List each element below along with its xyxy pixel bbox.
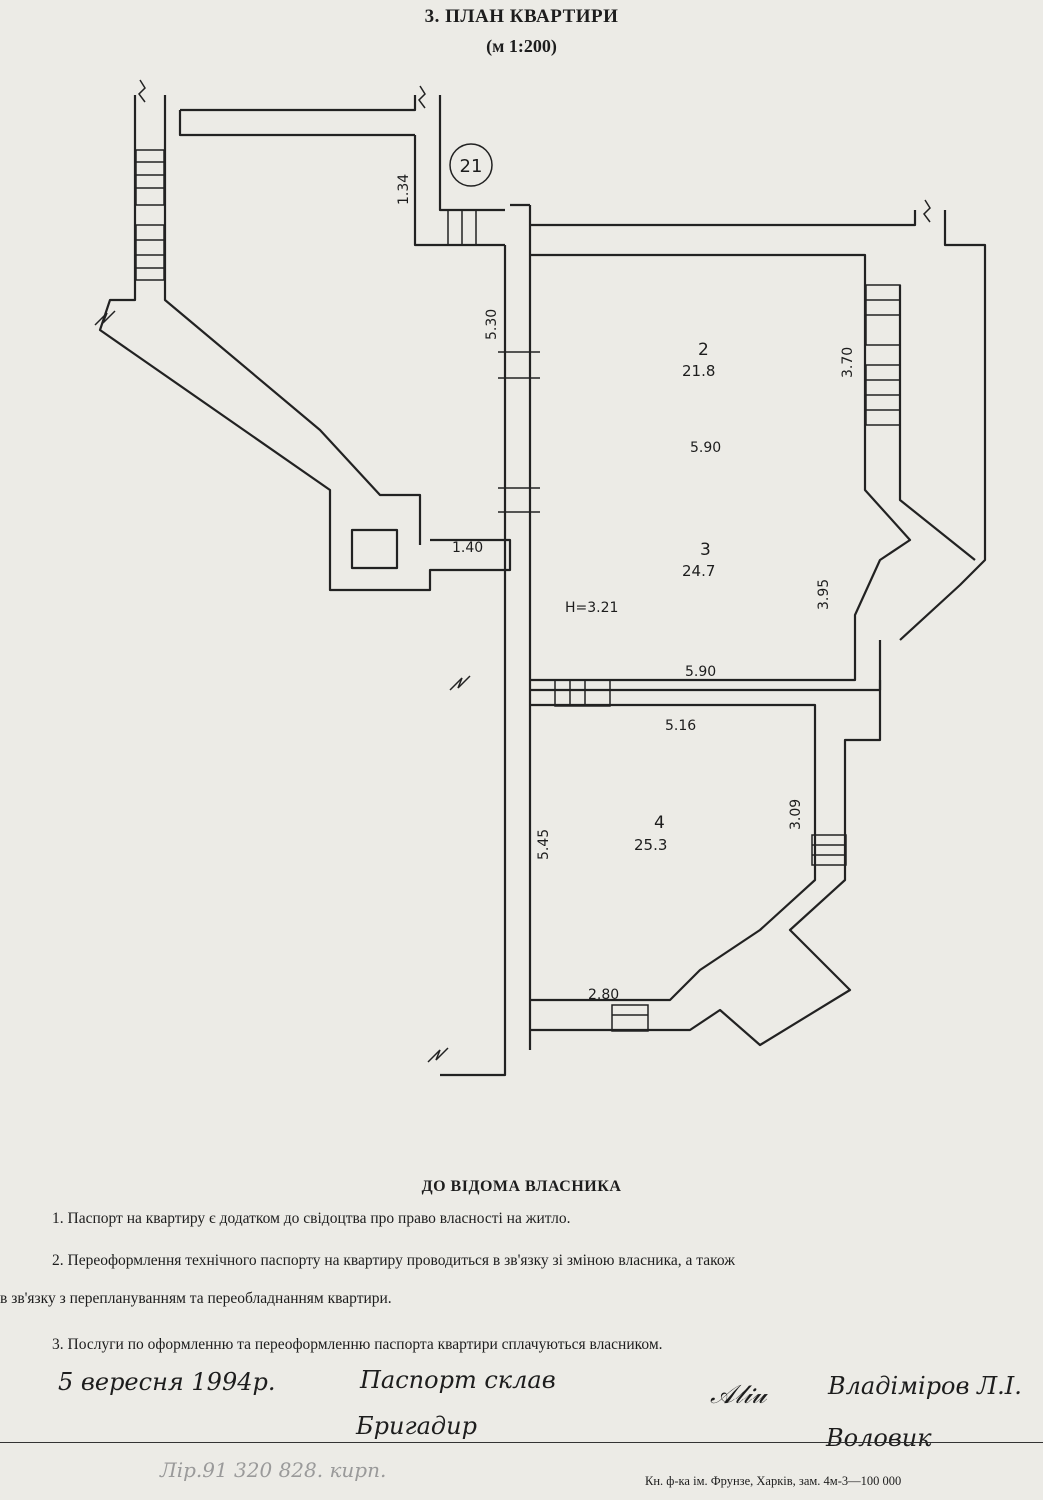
dim-3-09: 3.09 (788, 799, 804, 830)
stair-number-circle (449, 143, 493, 187)
owner-notice-item-1: 1. Паспорт на квартиру є додатком до сві… (52, 1210, 571, 1227)
dim-1-34: 1.34 (396, 174, 412, 205)
dim-2-80: 2.80 (588, 987, 619, 1003)
owner-notice-item-3: 3. Послуги по оформленню та переоформлен… (52, 1336, 663, 1353)
owner-notice-item-2: 2. Переоформлення технічного паспорту на… (52, 1252, 735, 1269)
dim-5-45: 5.45 (536, 829, 552, 860)
room-4-number: 4 (654, 813, 665, 833)
room-2-area: 21.8 (682, 362, 715, 380)
door-ticks (498, 351, 540, 513)
west-wing-walls (98, 95, 512, 592)
dim-5-90-b: 5.90 (685, 664, 716, 680)
owner-notice-item-2-cont: в зв'язку з переплануванням та переоблад… (0, 1290, 392, 1307)
handwritten-date: 5 вересня 1994р. (58, 1368, 276, 1396)
footer-rule (0, 1442, 1043, 1443)
chimney-box (350, 528, 399, 570)
prepared-by-label: Паспорт склав (360, 1366, 556, 1394)
foreman-name: Воловик (826, 1424, 932, 1452)
dim-5-16: 5.16 (665, 718, 696, 734)
main-walls (440, 203, 987, 1077)
foreman-label: Бригадир (356, 1412, 477, 1440)
room-2-number: 2 (698, 340, 709, 360)
dim-3-95: 3.95 (816, 579, 832, 610)
dim-5-90-a: 5.90 (690, 440, 721, 456)
handwritten-signature: 𝒜𝓁𝒾𝓊 (710, 1380, 767, 1410)
room-3-area: 24.7 (682, 562, 715, 580)
dim-5-30: 5.30 (484, 309, 500, 340)
floor-plan: 21 (94, 79, 987, 1077)
printer-imprint: Кн. ф-ка ім. Фрунзе, Харків, зам. 4м-3—1… (645, 1474, 902, 1488)
west-windows (135, 149, 165, 281)
stair-number: 21 (460, 156, 483, 177)
plan-title: 3. ПЛАН КВАРТИРИ (424, 6, 619, 27)
room-3-number: 3 (700, 540, 711, 560)
dim-3-70: 3.70 (840, 347, 856, 378)
east-windows (447, 210, 901, 1032)
owner-notice-title: ДО ВІДОМА ВЛАСНИКА (421, 1178, 622, 1195)
break-marks (94, 79, 931, 1063)
faint-pencil-notes: Лiр.91 320 828. кирп. (160, 1458, 387, 1482)
preparer-name: Владіміров Л.І. (828, 1372, 1022, 1400)
ceiling-height-label: Н=3.21 (565, 600, 618, 616)
room-4-area: 25.3 (634, 836, 667, 854)
plan-scale: (м 1:200) (486, 36, 557, 56)
dim-1-40: 1.40 (452, 540, 483, 556)
